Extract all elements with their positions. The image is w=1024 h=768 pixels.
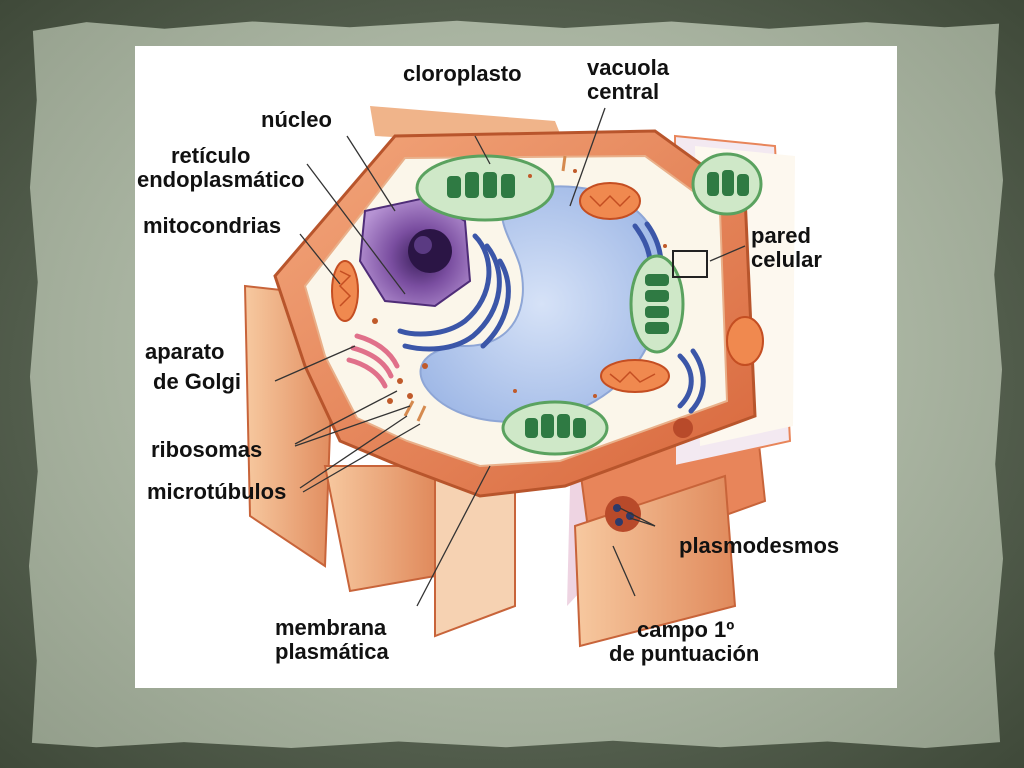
chloroplast-neighbour [691, 152, 763, 216]
label-cloroplasto: cloroplasto [403, 61, 522, 86]
microtubules [403, 155, 567, 422]
plant-cell-figure: cloroplasto vacuola central núcleo retíc… [135, 46, 897, 688]
plant-cell-illustration [243, 106, 795, 648]
label-reticulo-line2: endoplasmático [137, 167, 305, 192]
chloroplast-right [629, 254, 685, 354]
label-aparato-de-golgi: aparato de Golgi [145, 340, 241, 394]
label-pared-line2: celular [751, 247, 822, 272]
label-pared-celular: pared celular [751, 224, 822, 272]
label-membrana-line1: membrana [275, 615, 387, 640]
leader-lines [274, 107, 746, 607]
label-reticulo-endoplasmatico: retículo endoplasmático [137, 144, 304, 192]
label-campo-line2: de puntuación [609, 641, 760, 666]
label-pared-line1: pared [751, 223, 811, 248]
label-nucleo: núcleo [261, 107, 332, 132]
ribosomes [372, 169, 667, 404]
cell-wall-highlight-box [672, 250, 708, 278]
label-microtubulos: microtúbulos [147, 479, 287, 504]
label-reticulo-line1: retículo [171, 143, 251, 168]
chloroplast-top [415, 154, 555, 222]
label-mitocondrias: mitocondrias [143, 213, 282, 238]
label-golgi-line1: aparato [145, 339, 225, 364]
label-vacuola-central: vacuola central [587, 56, 669, 104]
label-ribosomas: ribosomas [151, 437, 263, 462]
label-golgi-line2: de Golgi [153, 369, 241, 394]
label-vacuola-line2: central [587, 79, 660, 104]
mitochondria [331, 182, 764, 393]
chloroplast-bottom [501, 400, 609, 456]
label-campo-line1: campo 1º [637, 617, 735, 642]
label-membrana-plasmatica: membrana plasmática [275, 616, 389, 664]
label-vacuola-line1: vacuola [587, 55, 669, 80]
label-plasmodesmos: plasmodesmos [679, 533, 840, 558]
label-campo-de-puntuacion: campo 1º de puntuación [609, 618, 759, 666]
label-membrana-line2: plasmática [275, 639, 389, 664]
golgi-apparatus [346, 333, 400, 389]
